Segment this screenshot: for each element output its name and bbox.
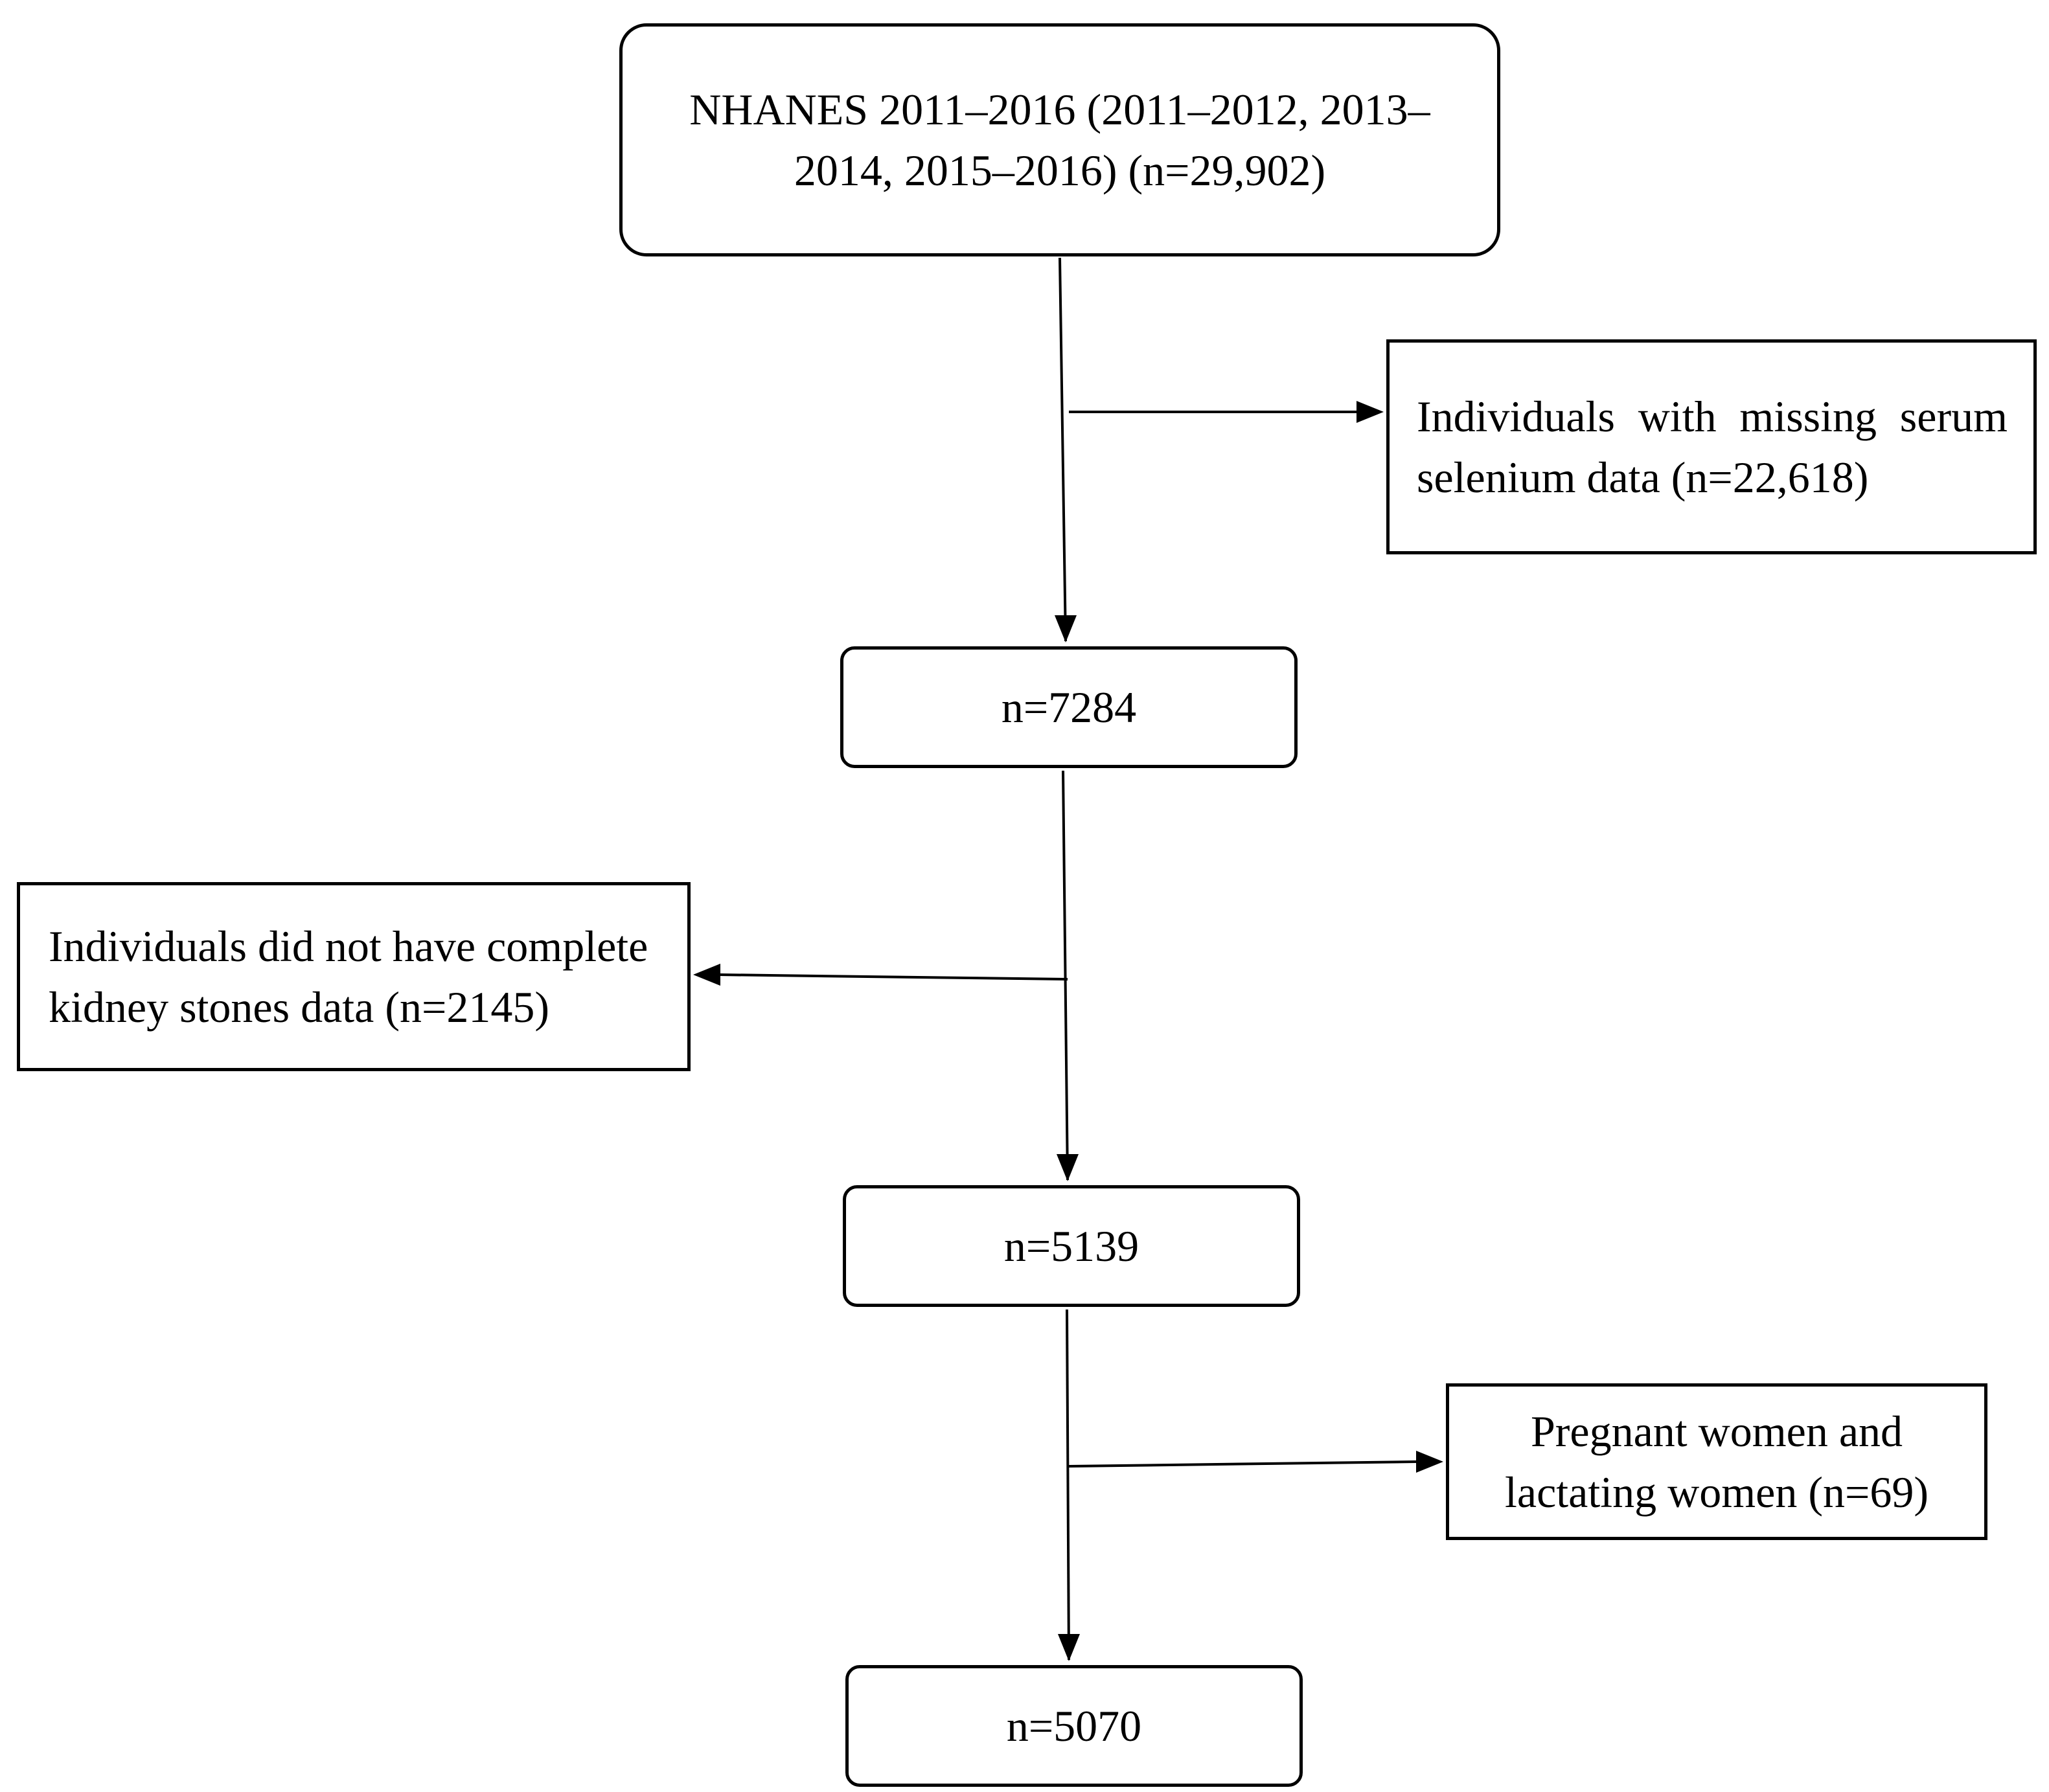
main-arrow-1 (1059, 257, 1067, 642)
exclusion-box-selenium: Individuals with missing serum selenium … (1386, 339, 2037, 554)
start-population-box: NHANES 2011–2016 (2011–2012, 2013–2014, … (619, 23, 1500, 256)
exclusion-box-kidney-stones: Individuals did not have complete kidney… (17, 882, 691, 1071)
step2-count-label: n=5139 (1003, 1221, 1139, 1271)
main-arrowhead-1 (1055, 615, 1077, 642)
exclusion-label-kidney-stones: Individuals did not have complete kidney… (49, 922, 648, 1032)
exclusion-arrowhead-2 (693, 964, 720, 986)
start-population-label: NHANES 2011–2016 (2011–2012, 2013–2014, … (689, 85, 1430, 195)
main-arrow-2 (1062, 770, 1069, 1181)
exclusion-box-pregnant-lactating: Pregnant women and lactating women (n=69… (1446, 1383, 1987, 1540)
exclusion-arrow-3 (1068, 1460, 1417, 1468)
exclusion-label-pregnant-lactating: Pregnant women and lactating women (n=69… (1505, 1407, 1929, 1517)
main-arrowhead-2 (1057, 1154, 1079, 1181)
exclusion-arrowhead-3 (1416, 1451, 1443, 1473)
step1-count-box: n=7284 (840, 646, 1298, 768)
final-count-label: n=5070 (1006, 1701, 1142, 1751)
main-arrowhead-3 (1058, 1634, 1080, 1661)
step2-count-box: n=5139 (843, 1185, 1300, 1307)
exclusion-label-selenium: Individuals with missing serum selenium … (1417, 392, 2008, 502)
step1-count-label: n=7284 (1001, 683, 1137, 732)
main-arrow-3 (1066, 1309, 1070, 1661)
exclusion-arrow-2 (718, 973, 1068, 981)
exclusion-arrowhead-1 (1356, 401, 1384, 423)
final-count-box: n=5070 (845, 1665, 1303, 1787)
